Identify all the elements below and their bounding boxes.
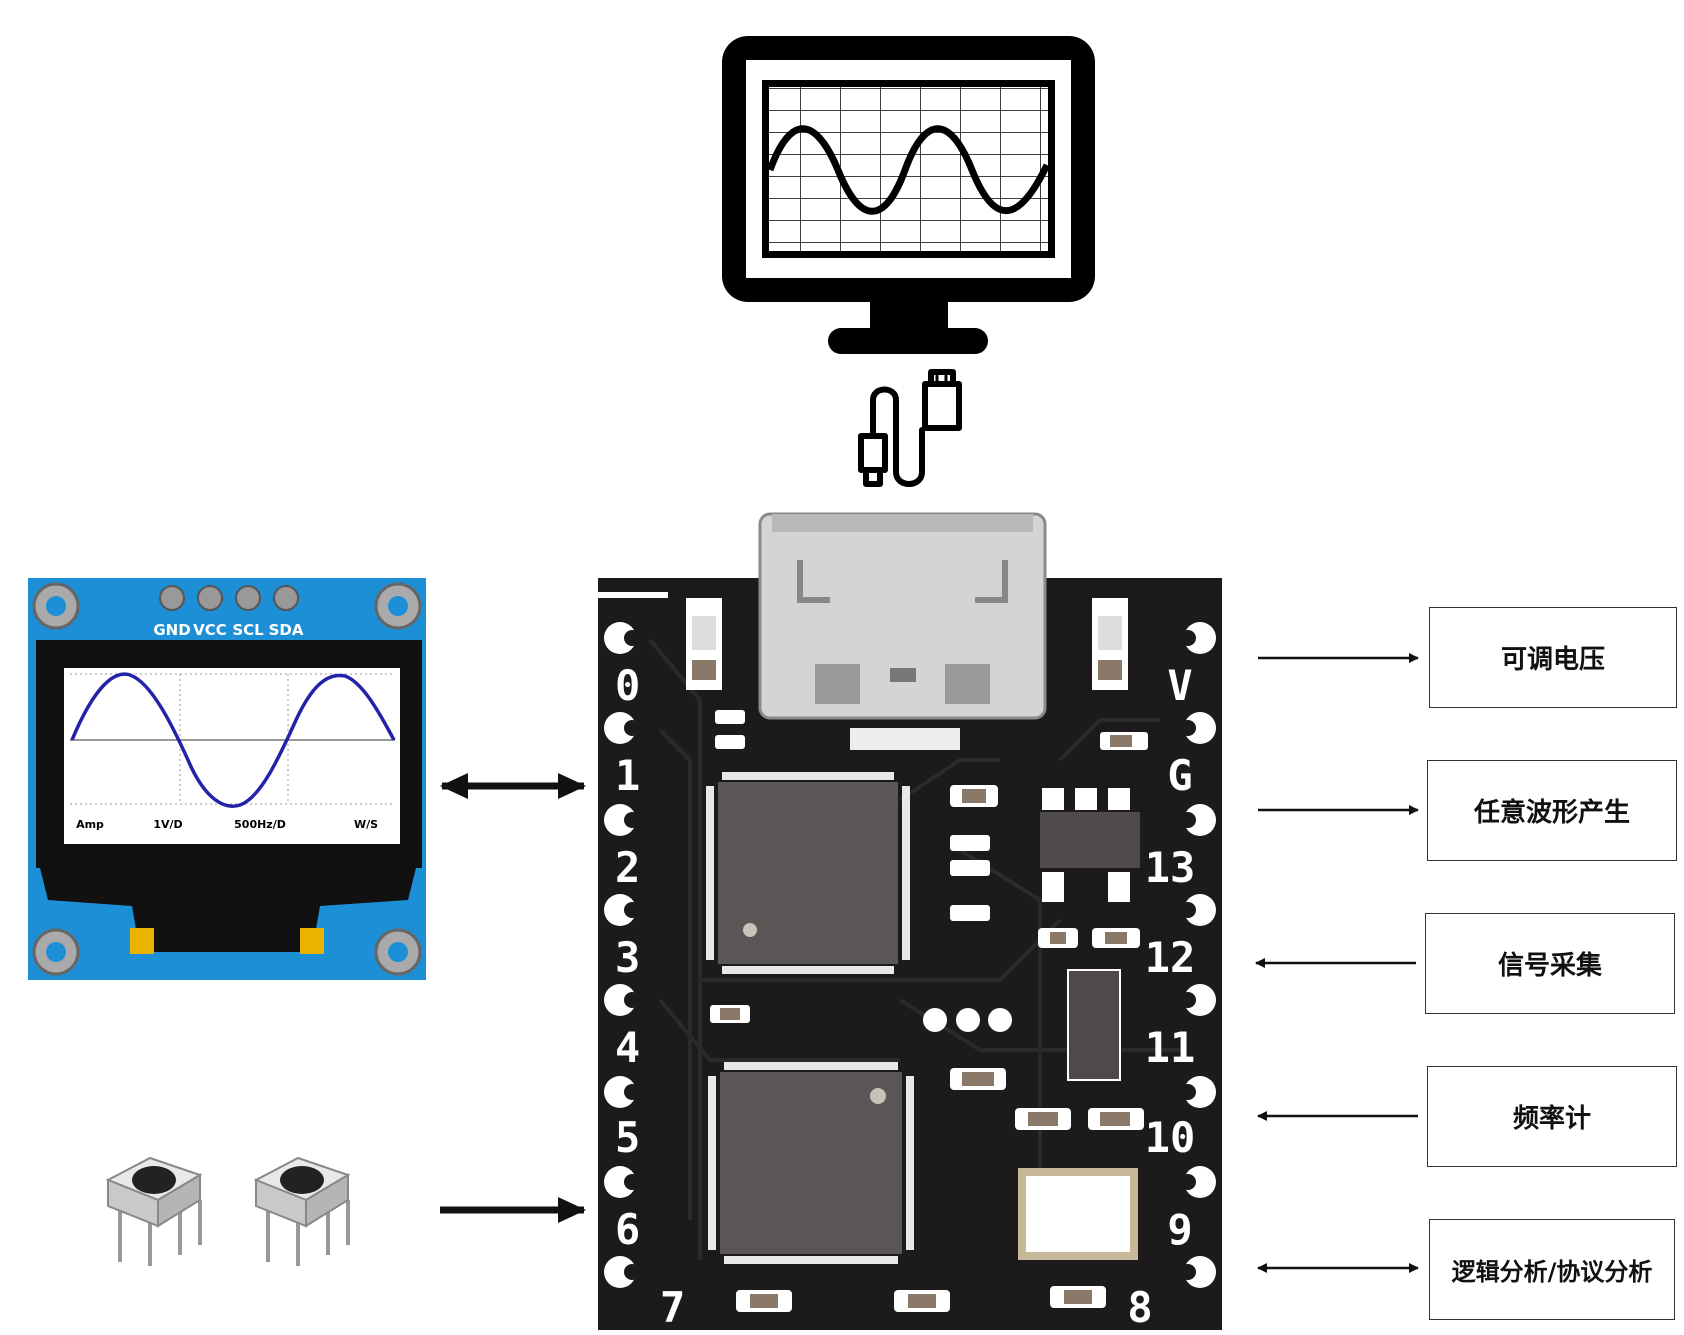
pin-label-right: V [1167,661,1192,710]
oled-footer-label: W/S [354,818,378,831]
pin-label-right: 13 [1145,843,1196,892]
adc-chip [708,1062,914,1264]
usb-cable-icon [858,369,962,487]
monitor-oscilloscope-icon [722,36,1095,354]
oled-pin-label: GND [153,621,190,639]
pin-label-right: 8 [1127,1283,1152,1332]
function-label: 频率计 [1512,1104,1591,1134]
oled-pin-label: SDA [269,621,304,639]
oled-display-module: GND VCC SCL SDA Amp 1V/D 500Hz/D W/S [28,578,426,980]
function-label: 逻辑分析/协议分析 [1451,1258,1653,1286]
function-box-logic-protocol-analysis: 逻辑分析/协议分析 [1429,1219,1675,1320]
pcb-board: 0 1 2 3 4 5 6 7 V G 13 12 11 10 9 8 [598,512,1222,1332]
tactile-button-icon [105,1156,351,1266]
function-label: 信号采集 [1497,951,1602,981]
oled-footer-label: Amp [76,818,104,831]
function-label: 可调电压 [1500,645,1605,675]
pin-label-left: 2 [615,843,640,892]
function-label: 任意波形产生 [1473,798,1630,828]
pin-label-right: 12 [1145,933,1196,982]
function-box-signal-acquisition: 信号采集 [1425,913,1675,1014]
function-box-frequency-counter: 频率计 [1427,1066,1677,1167]
function-box-arbitrary-waveform: 任意波形产生 [1427,760,1677,861]
pin-label-right: 10 [1145,1113,1196,1162]
oled-pin-label: SCL [232,621,264,639]
pin-label-left: 0 [615,661,640,710]
pin-label-left: 3 [615,933,640,982]
pin-label-right: 11 [1145,1023,1196,1072]
pin-label-left: 4 [615,1023,640,1072]
usb-c-connector [758,512,1047,750]
pin-label-left: 1 [615,751,640,800]
pin-label-right: G [1167,751,1192,800]
pin-label-left: 6 [615,1205,640,1254]
pin-label-left: 5 [615,1113,640,1162]
pin-label-left: 7 [660,1283,685,1332]
oled-footer-label: 500Hz/D [234,818,286,831]
mcu-chip [706,772,910,974]
oled-pin-label: VCC [193,621,227,639]
pin-label-right: 9 [1167,1205,1192,1254]
oled-footer-label: 1V/D [153,818,182,831]
function-box-adjustable-voltage: 可调电压 [1429,607,1677,708]
